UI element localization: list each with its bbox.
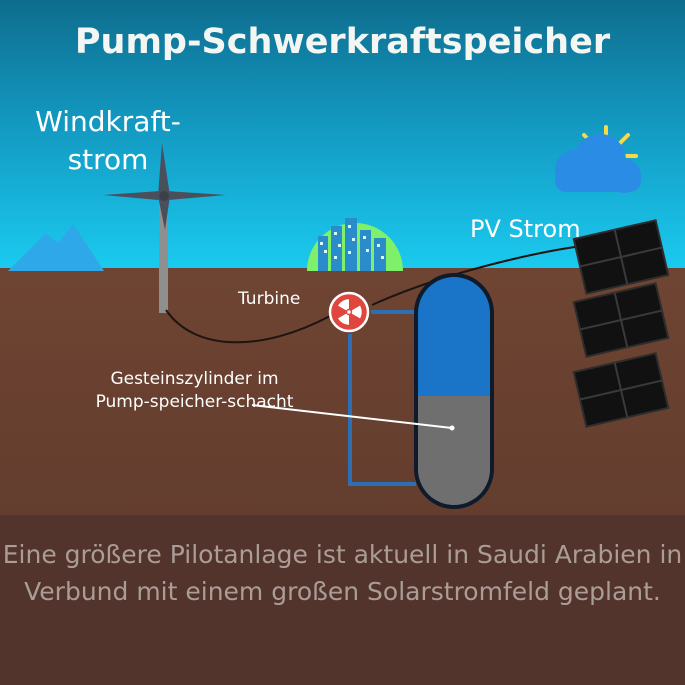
cable-wind xyxy=(165,309,331,344)
pv-power-label: PV Strom xyxy=(470,215,581,243)
city-icon xyxy=(307,218,403,271)
rock-label-dot xyxy=(449,425,455,431)
rock-cylinder-label: Gesteinszylinder im Pump-speicher-schach… xyxy=(95,369,294,412)
solar-panel-icon xyxy=(572,219,670,428)
cable-pv xyxy=(371,243,599,306)
mountain-icon xyxy=(8,224,104,271)
cloud-icon xyxy=(555,134,641,193)
storage-shaft xyxy=(414,273,494,509)
diagram-title: Pump-Schwerkraftspeicher xyxy=(74,22,611,62)
radiation-icon xyxy=(328,291,370,333)
rock-label-pointer xyxy=(251,404,453,429)
wind-turbine-icon xyxy=(103,143,226,313)
wind-power-label: Windkraft-strom xyxy=(35,105,181,176)
turbine-label: Turbine xyxy=(238,289,301,309)
caption-text: Eine größere Pilotanlage ist aktuell in … xyxy=(2,540,683,606)
caption-band xyxy=(0,515,685,685)
pipe xyxy=(348,310,416,486)
